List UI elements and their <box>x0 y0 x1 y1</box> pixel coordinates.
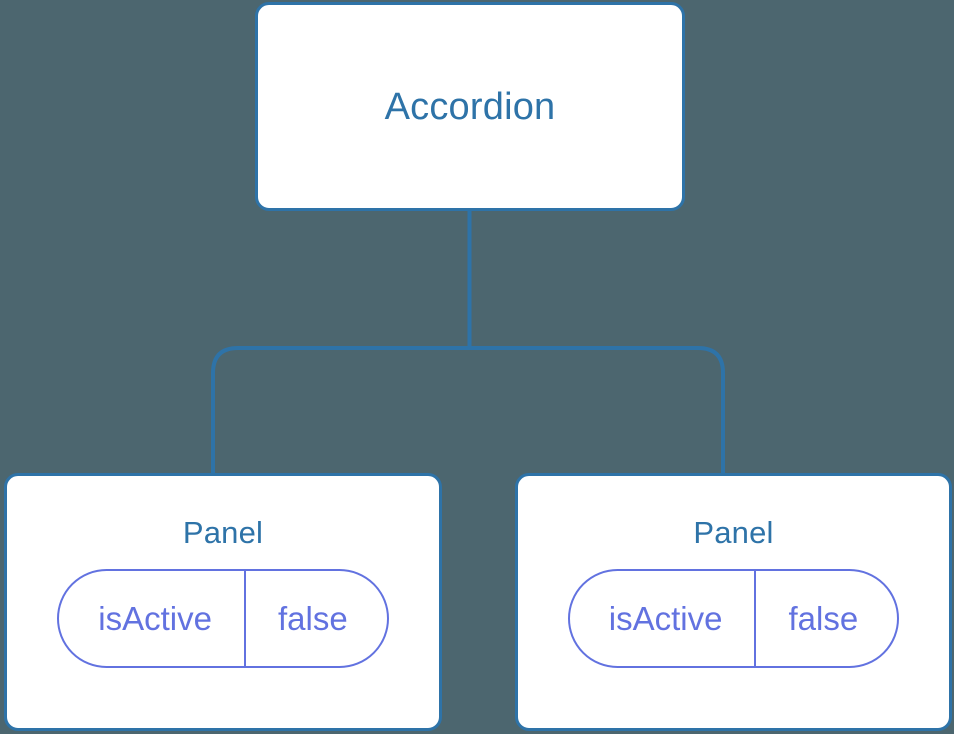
prop-value: false <box>277 600 348 637</box>
tree-node-panel-right[interactable]: Panel isActive false <box>515 473 952 731</box>
prop-key: isActive <box>59 571 246 666</box>
node-label: Panel <box>182 515 264 550</box>
node-label: Panel <box>693 515 774 550</box>
prop-badge-isactive[interactable]: isActive false <box>57 569 389 668</box>
edge-branch-left <box>211 346 470 473</box>
tree-node-panel-left[interactable]: Panel isActive false <box>4 473 442 731</box>
node-label: Accordion <box>384 85 556 128</box>
edge-branch-right <box>469 346 725 473</box>
prop-value: false <box>788 600 859 637</box>
tree-node-accordion[interactable]: Accordion <box>255 2 685 211</box>
prop-key: isActive <box>570 571 757 666</box>
prop-badge-isactive[interactable]: isActive false <box>567 569 900 668</box>
